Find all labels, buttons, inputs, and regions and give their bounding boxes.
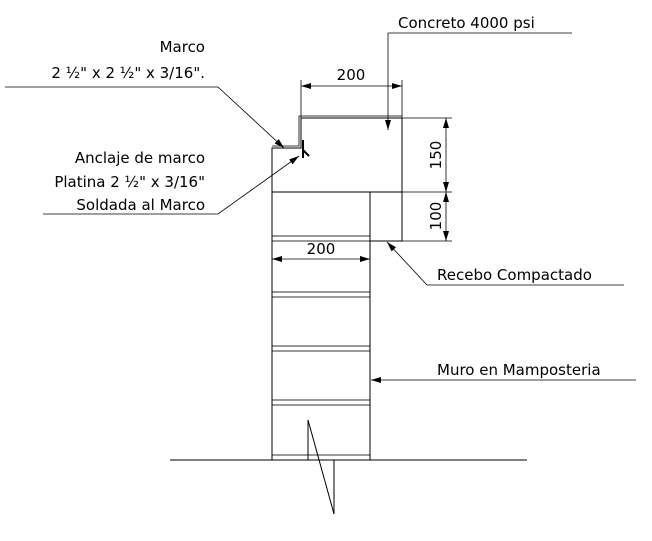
dimension-label: 150 (427, 141, 445, 170)
label-muro: Muro en Mamposteria (371, 361, 636, 383)
dimension-heights: 150 100 (402, 117, 452, 242)
svg-text:Anclaje de marco: Anclaje de marco (75, 149, 205, 167)
svg-text:Muro en Mamposteria: Muro en Mamposteria (437, 361, 601, 379)
svg-text:Recebo Compactado: Recebo Compactado (437, 266, 592, 284)
dimension-slab-width: 200 (300, 66, 403, 118)
label-marco: Marco 2 ½" x 2 ½" x 3/16". (5, 38, 285, 149)
steel-frame (272, 115, 402, 147)
break-line (307, 419, 335, 515)
label-recebo: Recebo Compactado (386, 241, 624, 286)
compacted-fill (369, 191, 403, 242)
svg-text:Platina 2 ½" x 3/16": Platina 2 ½" x 3/16" (54, 173, 205, 191)
label-concreto: Concreto 4000 psi (385, 14, 572, 130)
svg-text:Marco: Marco (160, 38, 205, 56)
dimension-label: 200 (307, 240, 336, 258)
dimension-label: 200 (337, 66, 366, 84)
masonry-wall (271, 191, 371, 461)
label-anclaje: Anclaje de marco Platina 2 ½" x 3/16" So… (43, 149, 300, 215)
svg-text:2 ½" x 2 ½" x 3/16".: 2 ½" x 2 ½" x 3/16". (51, 64, 205, 82)
dimension-wall-width: 200 (272, 240, 370, 262)
svg-text:Concreto 4000 psi: Concreto 4000 psi (398, 14, 535, 32)
svg-text:Soldada al Marco: Soldada al Marco (76, 196, 205, 214)
concrete-slab (271, 117, 403, 193)
anchor-plate (302, 140, 310, 158)
dimension-label: 100 (427, 202, 445, 231)
